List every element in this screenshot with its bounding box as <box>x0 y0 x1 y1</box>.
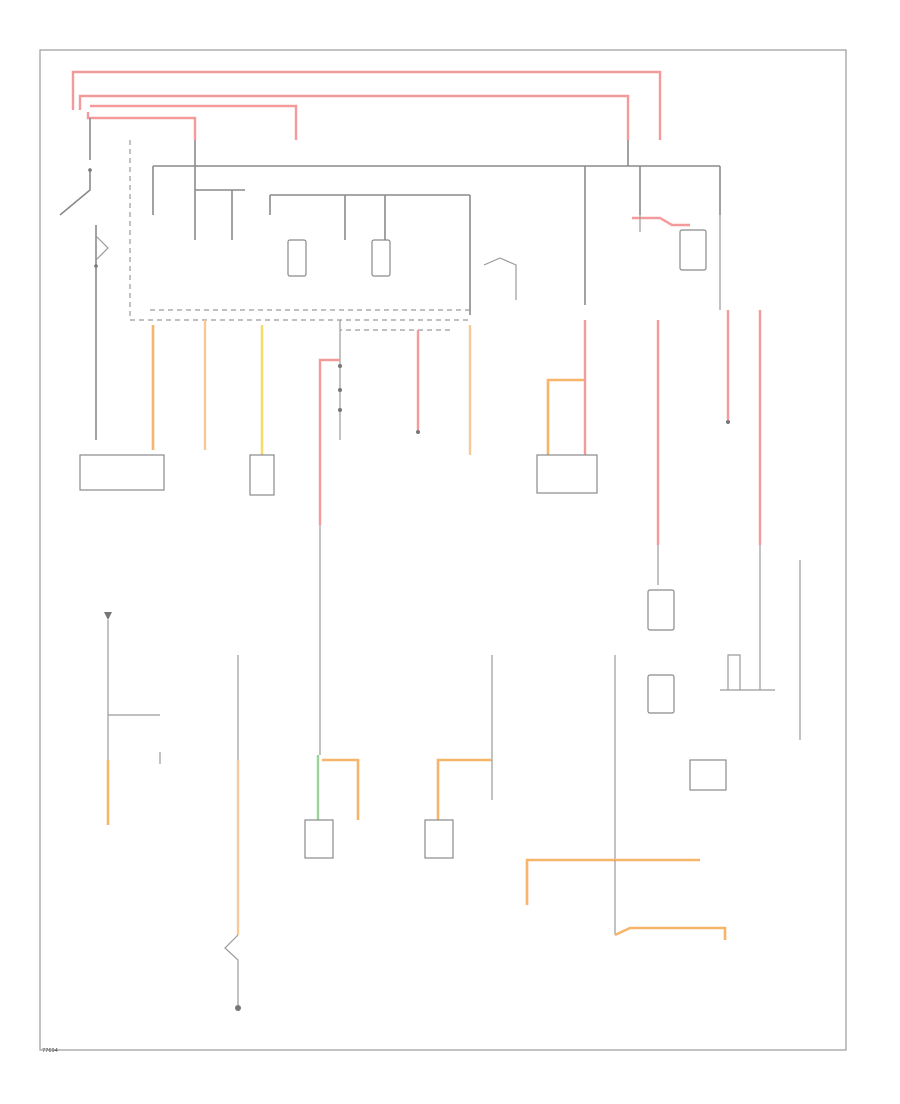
fuse-block <box>59 118 721 440</box>
battery-feed-wires <box>71 70 662 140</box>
figure-id: 77694 <box>42 1048 58 1054</box>
lower-right-circuits <box>525 545 801 940</box>
diagram-border <box>39 49 847 1051</box>
upper-circuit-wires <box>151 215 762 755</box>
upper-components <box>79 364 730 496</box>
lower-left-circuits <box>104 612 493 1011</box>
